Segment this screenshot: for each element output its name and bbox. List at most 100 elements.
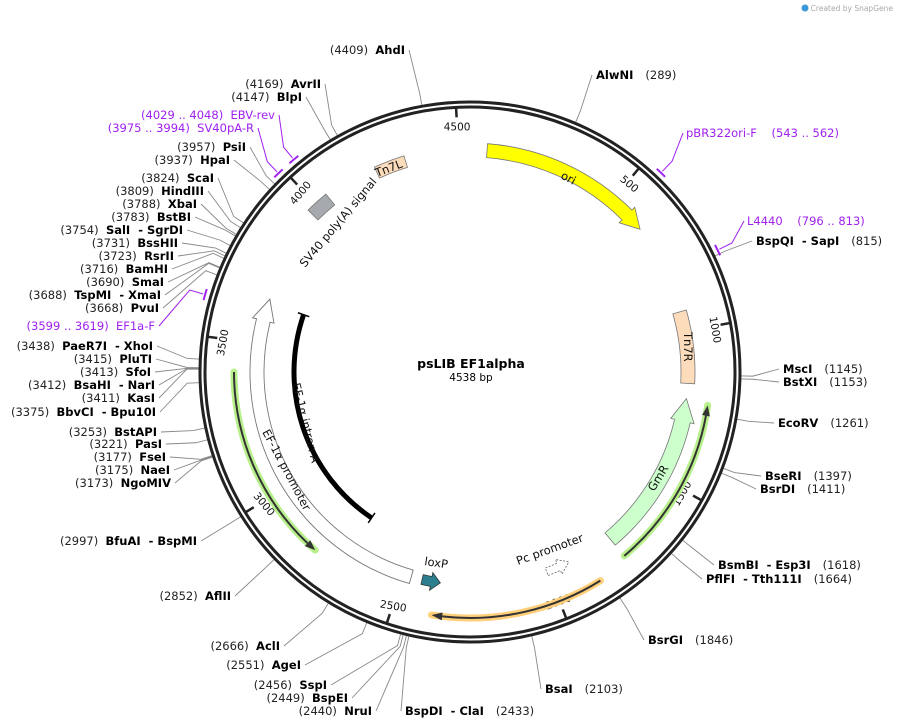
restriction-site-label[interactable]: (3175) NaeI <box>95 463 170 477</box>
restriction-site-label[interactable]: BsrDI (1411) <box>760 482 845 496</box>
site-leader-line <box>154 367 200 373</box>
restriction-site-label[interactable]: (2852) AflII <box>159 589 231 603</box>
site-name: MscI <box>783 362 824 376</box>
site-leader-line <box>740 378 780 383</box>
site-leader-line <box>164 262 220 296</box>
site-position: (4409) <box>330 43 376 57</box>
primer-label[interactable]: L4440 (796 .. 813) <box>747 214 865 228</box>
restriction-site-label[interactable]: (3937) HpaI <box>155 153 230 167</box>
restriction-site-label[interactable]: (3824) ScaI <box>141 171 214 185</box>
restriction-site-label[interactable]: (3668) PvuI <box>85 301 159 315</box>
primer-label[interactable]: pBR322ori-F (543 .. 562) <box>686 126 839 140</box>
site-name: AhdI <box>375 43 405 57</box>
restriction-site-label[interactable]: (2551) AgeI <box>226 658 301 672</box>
site-leader-line <box>173 455 213 471</box>
restriction-site-label[interactable]: (2440) NruI <box>299 704 372 718</box>
site-position: (3688) <box>29 288 75 302</box>
ef-promoter-orf-arrow[interactable] <box>233 371 309 544</box>
restriction-site-label[interactable]: BstXI (1153) <box>783 375 868 389</box>
site-name: BspEI <box>312 691 348 705</box>
site-labels[interactable]: AlwNI (289) BspQI - SapI (815) MscI (1145)… <box>11 43 882 718</box>
restriction-site-label[interactable]: PflFI - Tth111I (1664) <box>706 572 852 586</box>
restriction-site-label[interactable]: (3809) HindIII <box>116 184 204 198</box>
restriction-site-label[interactable]: (3177) FseI <box>94 450 166 464</box>
site-position: (2666) <box>210 639 256 653</box>
restriction-site-label[interactable]: BspQI - SapI (815) <box>756 234 882 248</box>
pc-orf-arrow-arrowhead-icon <box>431 612 443 621</box>
restriction-site-label[interactable]: BsaI (2103) <box>545 682 623 696</box>
feature-ef-intron[interactable] <box>291 313 373 520</box>
site-name: SfoI <box>126 365 151 379</box>
site-leader-line <box>162 270 218 309</box>
restriction-site-label[interactable]: AlwNI (289) <box>596 68 676 82</box>
restriction-site-label[interactable]: (3415) PluTI <box>74 352 152 366</box>
site-position: (1397) <box>814 469 852 483</box>
primer-leader-line <box>257 127 278 173</box>
feature-gmr[interactable] <box>604 397 695 546</box>
site-leader-line <box>165 439 208 445</box>
restriction-site-label[interactable]: (3173) NgoMIV <box>75 476 171 490</box>
restriction-site-label[interactable]: MscI (1145) <box>783 362 863 376</box>
primer-label[interactable]: (3975 .. 3994) SV40pA-R <box>108 121 254 135</box>
restriction-site-label[interactable]: (3716) BamHI <box>80 262 168 276</box>
restriction-site-label[interactable]: (3253) BstAPI <box>69 425 157 439</box>
restriction-site-label[interactable]: (3411) KasI <box>82 391 155 405</box>
feature-ef-promoter[interactable] <box>249 298 414 585</box>
feature-tn7l[interactable] <box>373 155 408 179</box>
restriction-site-label[interactable]: (3221) PasI <box>89 437 162 451</box>
features[interactable] <box>230 143 712 622</box>
site-leader-lines <box>154 49 780 712</box>
restriction-site-label[interactable]: (3375) BbvCI - Bpu10I <box>11 405 156 419</box>
restriction-site-label[interactable]: (3690) SmaI <box>86 275 164 289</box>
restriction-site-label[interactable]: BsrGI (1846) <box>648 633 733 647</box>
site-name: BsaI <box>545 682 585 696</box>
restriction-site-label[interactable]: (3731) BssHII <box>92 236 178 250</box>
site-leader-line <box>200 516 242 542</box>
restriction-site-label[interactable]: (4409) AhdI <box>330 43 405 57</box>
site-name: AvrII <box>291 77 321 91</box>
gmr-orf-arrow[interactable] <box>623 415 707 557</box>
site-leader-line <box>408 49 423 106</box>
site-position: (2449) <box>266 691 312 705</box>
site-name: PasI <box>135 437 162 451</box>
feature-loxp[interactable] <box>420 571 441 592</box>
restriction-site-label[interactable]: BsmBI - Esp3I (1618) <box>718 558 861 572</box>
backbone-outer-ring <box>198 100 742 644</box>
site-name: BsrDI <box>760 482 807 496</box>
restriction-site-label[interactable]: (3957) PsiI <box>177 140 246 154</box>
feature-ori[interactable] <box>486 143 641 230</box>
restriction-site-label[interactable]: (4169) AvrII <box>245 77 321 91</box>
primer-label[interactable]: (4029 .. 4048) EBV-rev <box>141 108 275 122</box>
feature-sv40-polya[interactable] <box>307 193 336 221</box>
restriction-site-label[interactable]: (3788) XbaI <box>122 197 197 211</box>
restriction-site-label[interactable]: (2456) SspI <box>254 678 327 692</box>
tick-mark <box>720 321 731 327</box>
restriction-site-label[interactable]: (3723) RsrII <box>99 249 175 263</box>
site-leader-line <box>200 203 237 235</box>
restriction-site-label[interactable]: (3412) BsaHI - NarI <box>28 378 155 392</box>
restriction-site-label[interactable]: (4147) BlpI <box>231 90 302 104</box>
restriction-site-label[interactable]: (3688) TspMI - XmaI <box>29 288 161 302</box>
feature-end-cap <box>367 512 376 524</box>
site-name: PflFI - Tth111I <box>706 572 814 586</box>
restriction-site-label[interactable]: (2997) BfuAI - BspMI <box>60 534 197 548</box>
restriction-site-label[interactable]: (2449) BspEI <box>266 691 348 705</box>
restriction-site-label[interactable]: BspDI - ClaI (2433) <box>405 704 534 718</box>
site-name: NaeI <box>141 463 170 477</box>
feature-tn7r[interactable] <box>672 309 696 385</box>
restriction-site-label[interactable]: (3754) SalI - SgrDI <box>60 223 183 237</box>
plasmid-length: 4538 bp <box>449 372 493 384</box>
primer-binding-mark <box>273 168 284 179</box>
tick-label: 500 <box>617 173 640 195</box>
restriction-site-label[interactable]: BseRI (1397) <box>765 469 852 483</box>
restriction-site-label[interactable]: (3438) PaeR7I - XhoI <box>17 339 153 353</box>
primer-leader-line <box>158 289 204 327</box>
feature-pc-promoter[interactable] <box>544 558 570 577</box>
restriction-site-label[interactable]: (2666) AclI <box>210 639 280 653</box>
restriction-site-label[interactable]: (3413) SfoI <box>80 365 151 379</box>
primer-label[interactable]: (3599 .. 3619) EF1a-F <box>27 319 155 333</box>
pc-orf-arrow[interactable] <box>442 579 601 619</box>
restriction-site-label[interactable]: (3783) BstBI <box>111 210 191 224</box>
restriction-site-label[interactable]: EcoRV (1261) <box>778 416 869 430</box>
site-leader-line <box>305 96 331 140</box>
